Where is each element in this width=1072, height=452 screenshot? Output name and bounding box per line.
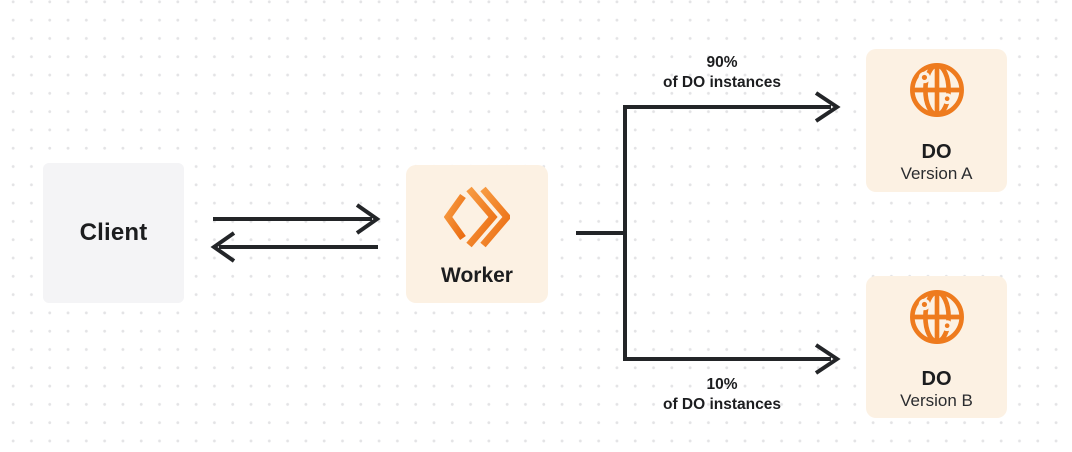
split-top-arrowhead [814, 91, 841, 123]
durable-object-globe-icon [909, 63, 964, 117]
do-a-title: DO [921, 141, 952, 163]
bottom-branch-caption: of DO instances [663, 396, 781, 413]
worker-to-client-arrow [210, 231, 378, 263]
do-version-a-node[interactable]: DO Version A [866, 49, 1007, 192]
cloudflare-workers-icon [444, 186, 510, 248]
worker-node[interactable]: Worker [406, 165, 548, 303]
client-node[interactable]: Client [43, 163, 184, 303]
bottom-branch-percent: 10% [706, 376, 738, 393]
do-b-title: DO [921, 368, 952, 390]
durable-object-globe-icon [909, 290, 964, 344]
client-to-worker-arrow [213, 203, 381, 235]
do-version-b-node[interactable]: DO Version B [866, 276, 1007, 418]
do-b-subtitle: Version B [900, 391, 973, 410]
do-a-subtitle: Version A [900, 164, 973, 183]
bottom-branch-label: 10% of DO instances [663, 375, 781, 415]
top-branch-caption: of DO instances [663, 74, 781, 91]
top-branch-percent: 90% [706, 54, 738, 71]
client-label: Client [79, 219, 148, 246]
split-bottom-arrowhead [814, 343, 841, 375]
worker-label: Worker [441, 264, 513, 287]
top-branch-label: 90% of DO instances [663, 53, 781, 93]
worker-split-connector [576, 105, 824, 361]
